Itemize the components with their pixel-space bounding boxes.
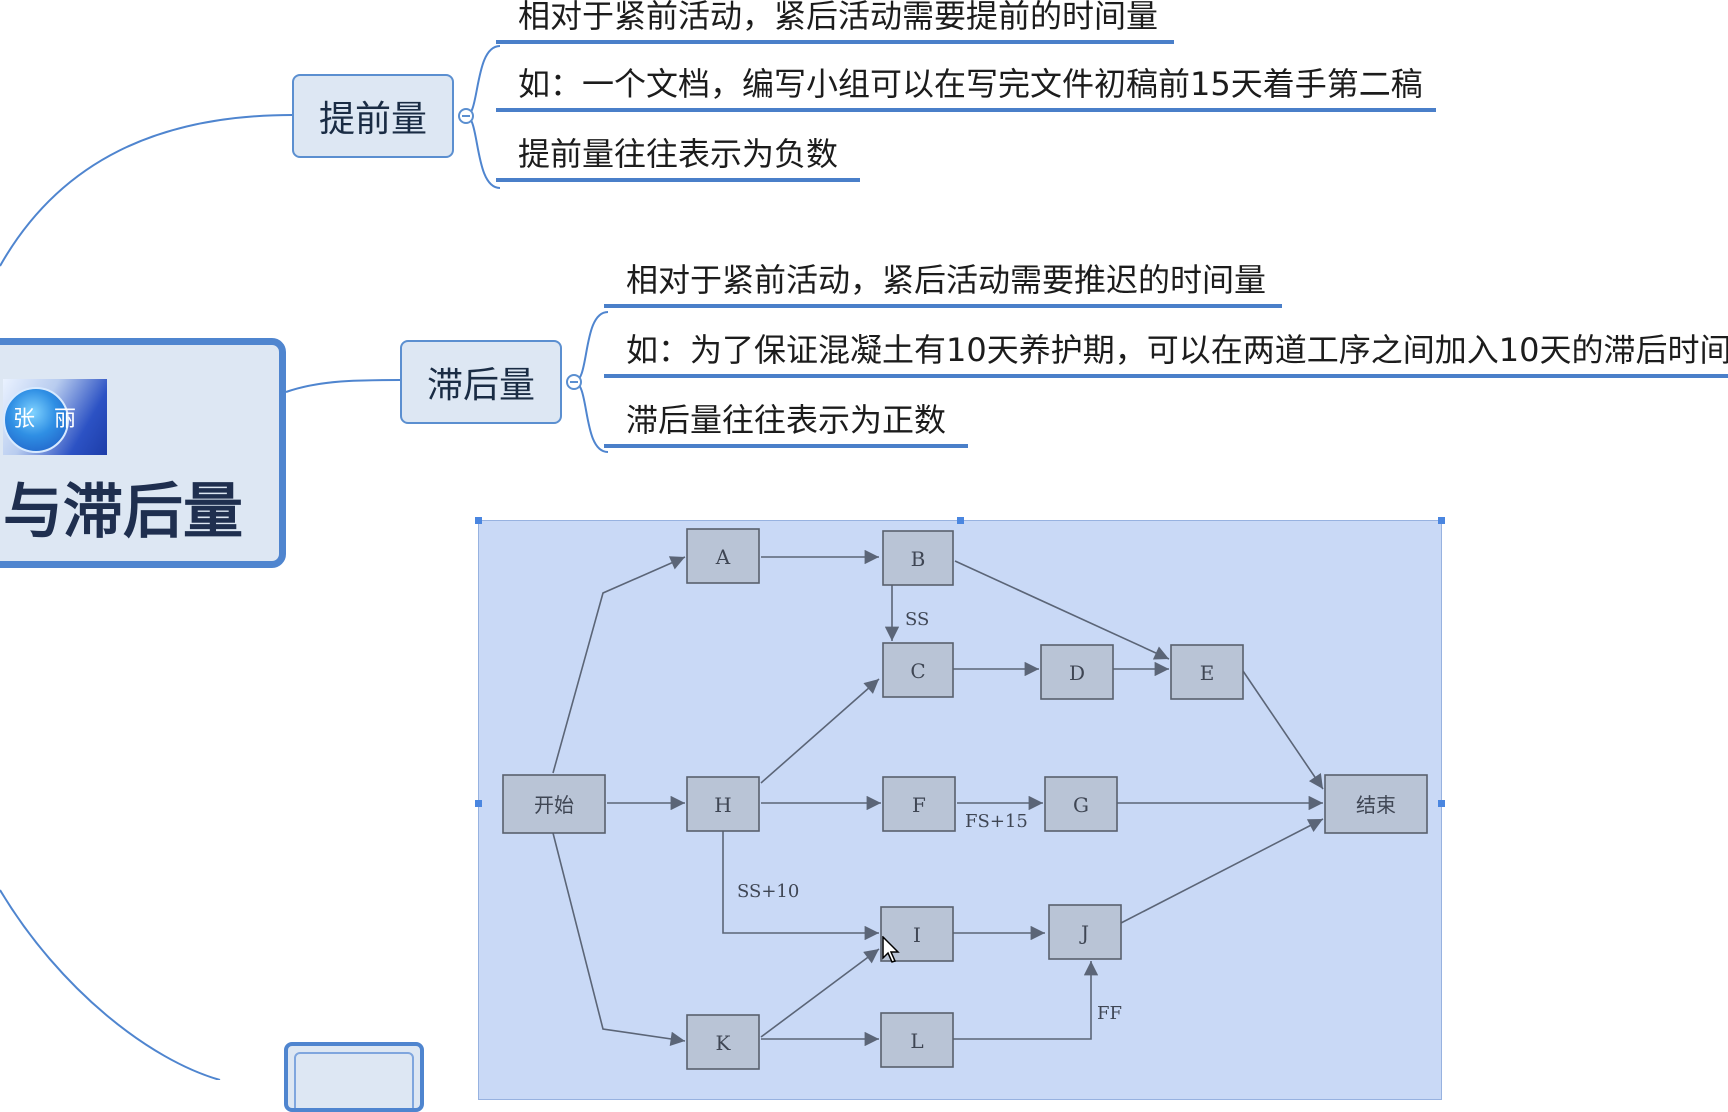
topic-lag[interactable]: 滞后量 [400,340,562,424]
collapse-lag-icon[interactable] [566,374,582,390]
node-b-box [882,530,954,586]
node-l-box [880,1012,954,1068]
relation-ss10-label: SS+10 [737,881,799,902]
edge-start-k [552,832,686,1047]
edge-k-i [760,948,880,1038]
central-topic[interactable]: 张 丽 与滞后量 [0,338,286,568]
node-end-label: 结束 [1356,793,1396,817]
edge-b-e [954,560,1170,660]
node-h-label: H [714,793,731,817]
resize-handle-top-left[interactable] [475,517,482,524]
node-c-box [882,642,954,698]
node-b-label: B [911,547,926,571]
connector-central-to-example [0,889,221,1080]
collapse-lead-icon[interactable] [458,108,474,124]
node-f-label: F [912,793,926,817]
node-h-box [686,776,760,832]
resize-handle-top-right[interactable] [1438,517,1445,524]
lag-item-definition[interactable]: 相对于紧前活动，紧后活动需要推迟的时间量 [604,263,1282,308]
node-a-label: A [715,545,731,569]
node-end-box [1324,774,1428,834]
lag-item-sign[interactable]: 滞后量往往表示为正数 [604,403,968,448]
connector-central-to-lead [0,114,293,267]
node-start-box [502,774,606,834]
central-topic-title: 与滞后量 [3,477,243,547]
lead-item-definition[interactable]: 相对于紧前活动，紧后活动需要提前的时间量 [496,0,1174,44]
node-g-box [1044,776,1118,832]
topic-lead[interactable]: 提前量 [292,74,454,158]
node-e-label: E [1200,661,1215,685]
mouse-cursor-icon [882,936,900,963]
relation-fs15-label: FS+15 [965,811,1028,832]
node-d-box [1040,644,1114,700]
network-diagram-svg: 开始 A B C D E H F G I J K L 结束 SS FS+15 S… [502,528,1428,1070]
topic-example-partial[interactable] [284,1042,424,1112]
lead-item-example[interactable]: 如：一个文档，编写小组可以在写完文件初稿前15天着手第二稿 [496,67,1436,112]
relation-ss-label: SS [905,609,929,630]
node-start-label: 开始 [534,793,574,817]
resize-handle-middle-left[interactable] [475,800,482,807]
logo-text: 张 丽 [13,407,82,432]
node-k-box [686,1014,760,1070]
node-j-label: J [1079,921,1089,945]
lag-item-example[interactable]: 如：为了保证混凝土有10天养护期，可以在两道工序之间加入10天的滞后时间 [604,333,1728,378]
edge-h-c [760,678,880,784]
relation-ff-label: FF [1097,1003,1122,1024]
network-diagram-image[interactable]: 开始 A B C D E H F G I J K L 结束 SS FS+15 S… [478,520,1442,1100]
node-i-label: I [913,923,921,947]
topic-lag-label: 滞后量 [426,365,535,406]
connector-central-to-lag [285,379,401,393]
node-g-label: G [1073,793,1089,817]
node-c-label: C [910,659,925,683]
edge-j-end [1120,818,1324,924]
node-j-box [1048,904,1122,960]
edge-h-i [722,829,879,941]
node-a-box [686,528,760,584]
node-f-box [882,776,956,832]
lead-item-sign[interactable]: 提前量往往表示为负数 [496,137,860,182]
topic-example-inner [294,1052,414,1108]
topic-lead-label: 提前量 [318,99,427,140]
author-logo: 张 丽 [3,379,107,455]
node-l-label: L [910,1029,923,1053]
node-k-label: K [716,1031,732,1055]
resize-handle-middle-right[interactable] [1438,800,1445,807]
resize-handle-top-middle[interactable] [957,517,964,524]
logo-badge-icon [3,387,69,453]
node-d-label: D [1069,661,1085,685]
edge-start-a [552,556,686,774]
node-e-box [1170,644,1244,700]
edge-l-j [953,961,1099,1040]
edge-e-end [1242,670,1324,790]
